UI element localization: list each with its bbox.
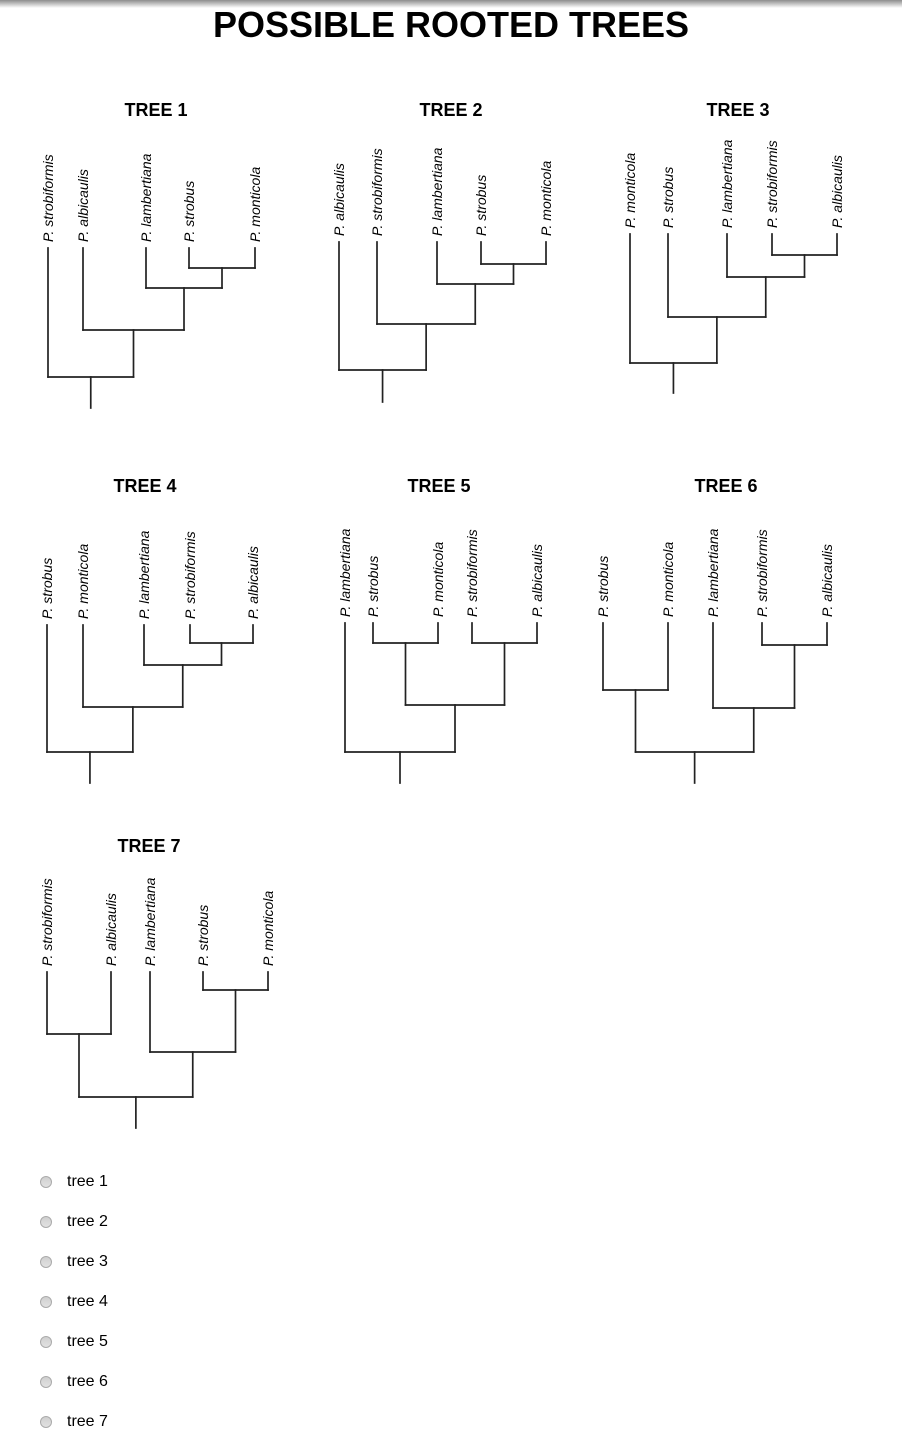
species-label: P. albicaulis	[331, 163, 347, 236]
tree-6: TREE 6 P. strobus P. monticola P. lambertia…	[595, 476, 835, 784]
choice-label[interactable]: tree 3	[67, 1253, 108, 1270]
species-label: P. lambertiana	[705, 528, 721, 617]
species-label: P. strobiformis	[464, 529, 480, 617]
species-label: P. strobus	[181, 181, 197, 242]
tree-title: TREE 4	[113, 476, 176, 496]
tree-5: TREE 5 P. lambertiana P. strobus P. montico…	[337, 476, 545, 784]
species-label: P. lambertiana	[719, 139, 735, 228]
choice-label[interactable]: tree 7	[67, 1413, 108, 1430]
choice-label[interactable]: tree 6	[67, 1373, 108, 1390]
choice-row-tree-5: tree 5	[40, 1322, 108, 1362]
tree-4: TREE 4 P. strobus P. monticola P. lambertia…	[39, 476, 261, 784]
choice-label[interactable]: tree 2	[67, 1213, 108, 1230]
species-label: P. albicaulis	[829, 155, 845, 228]
choice-row-tree-1: tree 1	[40, 1162, 108, 1202]
species-label: P. strobus	[473, 175, 489, 236]
species-label: P. strobiformis	[39, 878, 55, 966]
species-label: P. strobus	[660, 167, 676, 228]
choice-label[interactable]: tree 1	[67, 1173, 108, 1190]
choice-row-tree-2: tree 2	[40, 1202, 108, 1242]
tree-1: TREE 1 P. strobiformis P. albicaulis P. lam…	[40, 100, 263, 409]
choice-label[interactable]: tree 5	[67, 1333, 108, 1350]
tree-2: TREE 2 P. albicaulis P. strobiformis P. lam…	[331, 100, 554, 403]
species-label: P. strobus	[595, 556, 611, 617]
species-label: P. albicaulis	[75, 169, 91, 242]
choice-row-tree-4: tree 4	[40, 1282, 108, 1322]
species-label: P. strobus	[39, 558, 55, 619]
tree-title: TREE 3	[706, 100, 769, 120]
species-label: P. strobiformis	[182, 531, 198, 619]
tree-title: TREE 5	[407, 476, 470, 496]
choice-label[interactable]: tree 4	[67, 1293, 108, 1310]
species-label: P. strobiformis	[369, 148, 385, 236]
species-label: P. lambertiana	[429, 147, 445, 236]
radio-button-tree-1[interactable]	[40, 1176, 52, 1188]
species-label: P. albicaulis	[103, 893, 119, 966]
page-title: POSSIBLE ROOTED TREES	[212, 4, 690, 45]
species-label: P. lambertiana	[138, 153, 154, 242]
radio-button-tree-7[interactable]	[40, 1416, 52, 1428]
radio-button-tree-3[interactable]	[40, 1256, 52, 1268]
species-label: P. strobus	[365, 556, 381, 617]
species-label: P. monticola	[538, 161, 554, 236]
species-label: P. strobiformis	[40, 154, 56, 242]
radio-button-tree-6[interactable]	[40, 1376, 52, 1388]
species-label: P. strobiformis	[764, 140, 780, 228]
radio-button-tree-4[interactable]	[40, 1296, 52, 1308]
species-label: P. strobus	[195, 905, 211, 966]
species-label: P. lambertiana	[337, 528, 353, 617]
species-label: P. lambertiana	[142, 877, 158, 966]
tree-7: TREE 7 P. strobiformis P. albicaulis P. lam…	[39, 836, 276, 1129]
species-label: P. albicaulis	[245, 546, 261, 619]
species-label: P. strobiformis	[754, 529, 770, 617]
choice-row-tree-7: tree 7	[40, 1402, 108, 1440]
species-label: P. lambertiana	[136, 530, 152, 619]
species-label: P. monticola	[75, 544, 91, 619]
radio-button-tree-2[interactable]	[40, 1216, 52, 1228]
species-label: P. albicaulis	[529, 544, 545, 617]
tree-title: TREE 2	[419, 100, 482, 120]
species-label: P. monticola	[430, 542, 446, 617]
radio-button-tree-5[interactable]	[40, 1336, 52, 1348]
species-label: P. monticola	[660, 542, 676, 617]
species-label: P. monticola	[247, 167, 263, 242]
choice-row-tree-3: tree 3	[40, 1242, 108, 1282]
tree-title: TREE 1	[124, 100, 187, 120]
answer-choices: tree 1 tree 2 tree 3 tree 4 tree 5 tree 6 tree…	[40, 1162, 108, 1440]
species-label: P. monticola	[260, 891, 276, 966]
choice-row-tree-6: tree 6	[40, 1362, 108, 1402]
tree-3: TREE 3 P. monticola P. strobus P. lambertia…	[622, 100, 845, 394]
tree-title: TREE 7	[117, 836, 180, 856]
species-label: P. monticola	[622, 153, 638, 228]
species-label: P. albicaulis	[819, 544, 835, 617]
phylogenetic-trees-diagram: TREE 1 P. strobiformis P. albicaulis P. lam…	[39, 100, 845, 1129]
tree-title: TREE 6	[694, 476, 757, 496]
